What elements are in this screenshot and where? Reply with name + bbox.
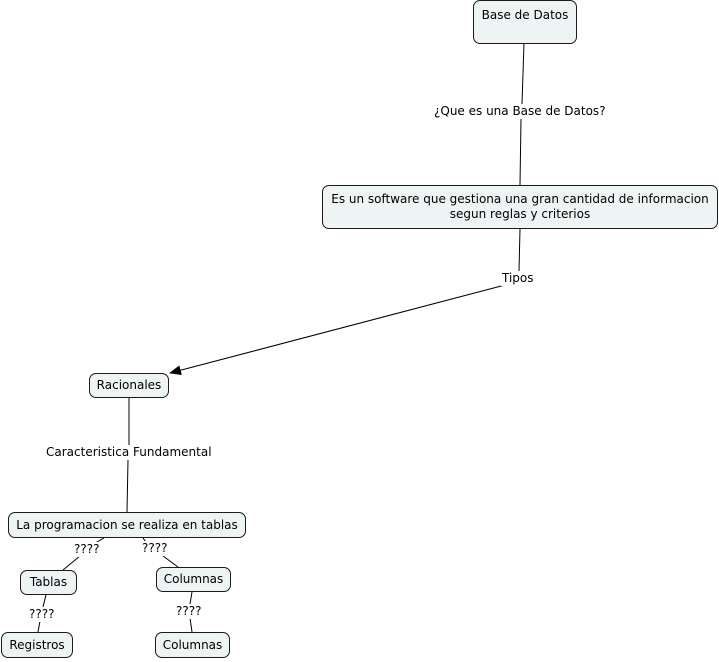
line-q-columnas-to-columnas-2 bbox=[189, 617, 193, 633]
link-label-q-columnas-2: ???? bbox=[175, 604, 203, 619]
node-columnas-text: Columnas bbox=[163, 572, 224, 586]
node-programacion-text: La programacion se realiza en tablas bbox=[16, 517, 238, 532]
node-columnas-2[interactable]: Columnas bbox=[155, 632, 230, 658]
node-tablas[interactable]: Tablas bbox=[20, 570, 77, 595]
line-tablas-to-q-registros bbox=[42, 594, 47, 608]
node-racionales-text: Racionales bbox=[96, 378, 162, 392]
line-q-tablas-to-tablas bbox=[62, 555, 81, 571]
node-columnas-2-text: Columnas bbox=[162, 637, 223, 652]
link-label-caracteristica: Caracteristica Fundamental bbox=[45, 445, 213, 460]
link-label-q-tablas: ???? bbox=[73, 542, 101, 557]
link-label-que-es: ¿Que es una Base de Datos? bbox=[433, 104, 607, 119]
line-q-registros-to-registros bbox=[37, 620, 41, 633]
link-label-q-registros: ???? bbox=[28, 607, 56, 622]
line-definicion-to-tipos bbox=[518, 228, 521, 272]
node-tablas-text: Tablas bbox=[29, 575, 68, 589]
link-label-tipos: Tipos bbox=[501, 271, 535, 286]
node-base-de-datos[interactable]: Base de Datos bbox=[473, 0, 577, 44]
line-columnas-to-q-columnas bbox=[189, 591, 193, 605]
line-caracteristica-to-programacion bbox=[126, 459, 129, 513]
node-registros[interactable]: Registros bbox=[1, 632, 73, 658]
node-base-de-datos-text: Base de Datos bbox=[481, 8, 569, 22]
line-base-to-que-es bbox=[521, 42, 525, 105]
arrow-tipos-to-racionales bbox=[169, 284, 506, 376]
link-label-q-columnas: ???? bbox=[141, 541, 169, 556]
node-definicion[interactable]: Es un software que gestiona una gran can… bbox=[322, 185, 718, 229]
node-programacion[interactable]: La programacion se realiza en tablas bbox=[8, 512, 246, 538]
line-q-columnas-to-columnas bbox=[162, 555, 179, 568]
node-definicion-text: Es un software que gestiona una gran can… bbox=[331, 192, 709, 221]
line-que-es-to-definicion bbox=[519, 117, 522, 186]
node-columnas[interactable]: Columnas bbox=[156, 567, 231, 592]
node-registros-text: Registros bbox=[9, 637, 65, 652]
node-racionales[interactable]: Racionales bbox=[89, 373, 169, 398]
